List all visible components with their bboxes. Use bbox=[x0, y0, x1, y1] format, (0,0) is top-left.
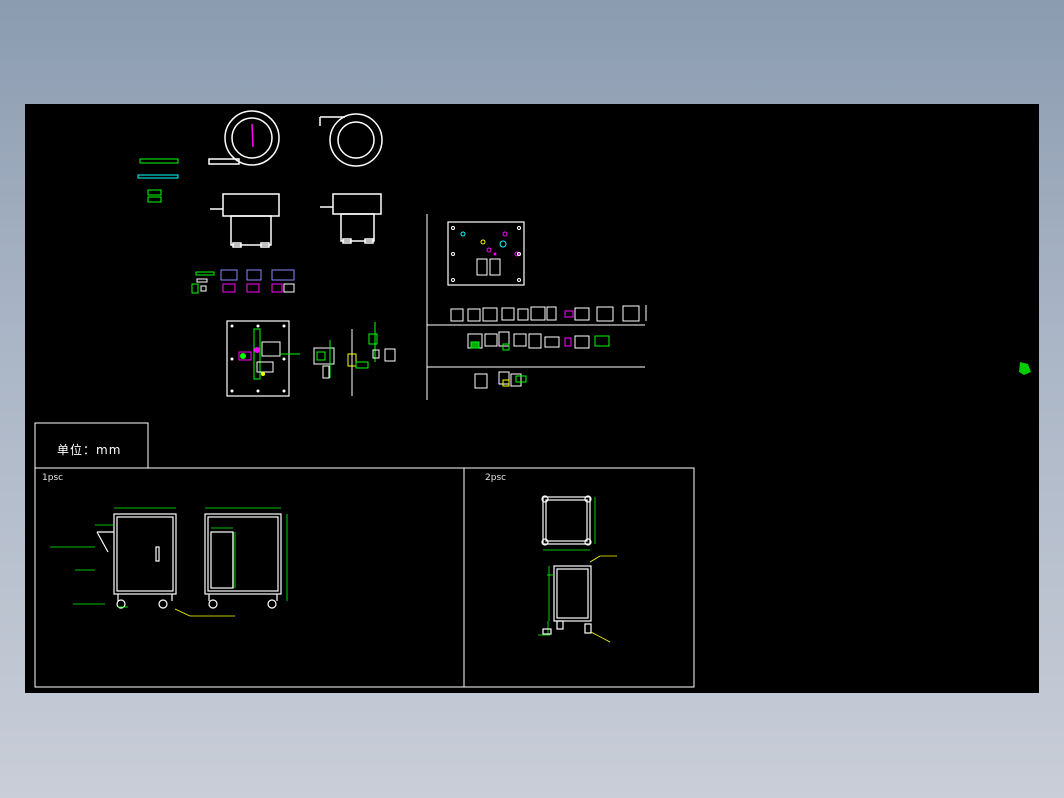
cabinet-front-view bbox=[50, 507, 235, 617]
component-cluster-a bbox=[191, 269, 295, 294]
mounting-plate-right bbox=[447, 221, 525, 286]
cad-drawing-canvas[interactable]: 单位：mm 1psc 2psc bbox=[25, 104, 1039, 693]
parts-area-dividers bbox=[426, 214, 645, 400]
vertical-parts bbox=[313, 322, 396, 396]
cabinet-side-view bbox=[204, 507, 288, 609]
stray-green-mark bbox=[1019, 362, 1031, 375]
frame-top-view bbox=[541, 495, 596, 551]
panel-right-quantity: 2psc bbox=[485, 473, 507, 483]
device-side-view-2 bbox=[320, 193, 382, 244]
small-parts-left bbox=[137, 158, 179, 203]
panel-frames bbox=[34, 422, 695, 688]
parts-row-3 bbox=[474, 371, 527, 389]
device-side-view-1 bbox=[210, 193, 280, 248]
parts-row-2 bbox=[467, 331, 610, 351]
frame-side-view bbox=[538, 555, 617, 643]
round-device-top-view-2 bbox=[319, 113, 383, 167]
panel-left-quantity: 1psc bbox=[42, 473, 64, 483]
parts-row-1 bbox=[450, 305, 647, 322]
mounting-plate-left bbox=[226, 320, 300, 397]
unit-label: 单位：mm bbox=[57, 443, 122, 457]
round-device-top-view-1 bbox=[208, 110, 280, 166]
cad-drawing bbox=[34, 110, 1031, 688]
